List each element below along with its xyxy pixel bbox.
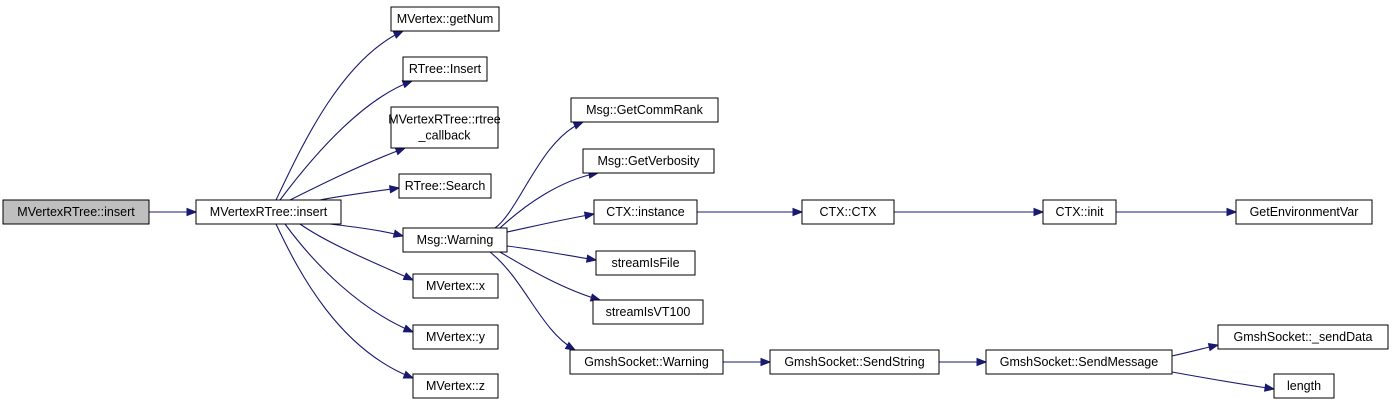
edge-ctxInit-to-getEnvVar bbox=[1116, 207, 1238, 217]
edge-insert-to-rtreeSearch bbox=[319, 185, 401, 201]
node-label: GmshSocket::SendString bbox=[784, 355, 924, 369]
node-sendString[interactable]: GmshSocket::SendString bbox=[769, 349, 940, 375]
node-label: GmshSocket::Warning bbox=[584, 355, 709, 369]
node-vz[interactable]: MVertex::z bbox=[412, 373, 499, 399]
node-ctxInstance[interactable]: CTX::instance bbox=[593, 199, 698, 225]
node-label: CTX::instance bbox=[606, 205, 685, 219]
node-streamIsVT100[interactable]: streamIsVT100 bbox=[592, 299, 704, 325]
node-vx[interactable]: MVertex::x bbox=[412, 273, 499, 299]
node-gsWarning[interactable]: GmshSocket::Warning bbox=[569, 349, 724, 375]
node-label: MVertex::x bbox=[426, 279, 486, 293]
node-getVerbosity[interactable]: Msg::GetVerbosity bbox=[582, 148, 715, 174]
edge-insert-to-msgWarning bbox=[329, 223, 405, 238]
node-label: MVertexRTree::insert bbox=[210, 205, 328, 219]
node-label: MVertex::z bbox=[426, 379, 485, 393]
edge-msgWarning-to-getCommRank bbox=[494, 121, 585, 229]
node-label: GmshSocket::_sendData bbox=[1234, 330, 1373, 344]
edge-sendMessage-to-sendData bbox=[1171, 343, 1220, 357]
edge-insert-to-getNum bbox=[275, 30, 405, 201]
edge-msgWarning-to-streamIsVT100 bbox=[499, 251, 602, 302]
node-label: RTree::Search bbox=[405, 179, 486, 193]
node-label: MVertex::y bbox=[426, 330, 486, 344]
node-msgWarning[interactable]: Msg::Warning bbox=[402, 227, 508, 253]
node-label: MVertex::getNum bbox=[397, 12, 494, 26]
node-label: Msg::GetVerbosity bbox=[597, 154, 700, 168]
node-label: RTree::Insert bbox=[409, 62, 482, 76]
node-label: streamIsFile bbox=[611, 256, 679, 270]
node-label: GmshSocket::SendMessage bbox=[1000, 355, 1158, 369]
node-getCommRank[interactable]: Msg::GetCommRank bbox=[570, 97, 719, 123]
node-label: MVertexRTree::rtree bbox=[388, 113, 501, 127]
edge-sendString-to-sendMessage bbox=[939, 357, 988, 367]
call-nodes: MVertexRTree::insert MVertexRTree::insert… bbox=[2, 6, 1389, 399]
edge-msgWarning-to-streamIsFile bbox=[506, 245, 598, 263]
edge-insert-to-vz bbox=[275, 223, 415, 379]
node-getNum[interactable]: MVertex::getNum bbox=[390, 6, 500, 32]
node-label: GetEnvironmentVar bbox=[1250, 205, 1359, 219]
edge-insert-to-rtreeCallback bbox=[289, 147, 407, 201]
call-edges bbox=[149, 30, 1276, 392]
edge-root-to-insert bbox=[149, 207, 198, 217]
node-length[interactable]: length bbox=[1273, 373, 1335, 399]
node-sendData[interactable]: GmshSocket::_sendData bbox=[1217, 324, 1389, 350]
node-rtreeCallback[interactable]: MVertexRTree::rtree_callback bbox=[388, 106, 501, 149]
node-getEnvVar[interactable]: GetEnvironmentVar bbox=[1235, 199, 1373, 225]
node-label: Msg::GetCommRank bbox=[586, 103, 703, 117]
edge-msgWarning-to-ctxInstance bbox=[506, 211, 596, 233]
edge-msgWarning-to-getVerbosity bbox=[499, 170, 600, 229]
node-label: length bbox=[1287, 379, 1321, 393]
node-label: streamIsVT100 bbox=[606, 305, 691, 319]
node-label: Msg::Warning bbox=[417, 233, 494, 247]
edge-insert-to-vy bbox=[284, 223, 415, 333]
node-root[interactable]: MVertexRTree::insert bbox=[2, 199, 150, 225]
node-ctxCtx[interactable]: CTX::CTX bbox=[801, 199, 895, 225]
node-label: _callback bbox=[417, 129, 471, 143]
node-insert[interactable]: MVertexRTree::insert bbox=[195, 199, 342, 225]
node-streamIsFile[interactable]: streamIsFile bbox=[595, 250, 696, 276]
node-vy[interactable]: MVertex::y bbox=[412, 324, 499, 350]
edge-ctxInstance-to-ctxCtx bbox=[697, 207, 804, 217]
edge-gsWarning-to-sendString bbox=[723, 357, 772, 367]
edge-msgWarning-to-gsWarning bbox=[489, 251, 577, 351]
node-rtreeInsert[interactable]: RTree::Insert bbox=[402, 56, 488, 82]
node-ctxInit[interactable]: CTX::init bbox=[1042, 199, 1117, 225]
node-label: MVertexRTree::insert bbox=[17, 205, 135, 219]
node-label: CTX::init bbox=[1056, 205, 1104, 219]
edge-ctxCtx-to-ctxInit bbox=[894, 207, 1045, 217]
node-label: CTX::CTX bbox=[820, 205, 878, 219]
edge-insert-to-vx bbox=[299, 223, 415, 281]
node-sendMessage[interactable]: GmshSocket::SendMessage bbox=[985, 349, 1173, 375]
node-rtreeSearch[interactable]: RTree::Search bbox=[398, 173, 492, 199]
edge-sendMessage-to-length bbox=[1171, 371, 1276, 392]
